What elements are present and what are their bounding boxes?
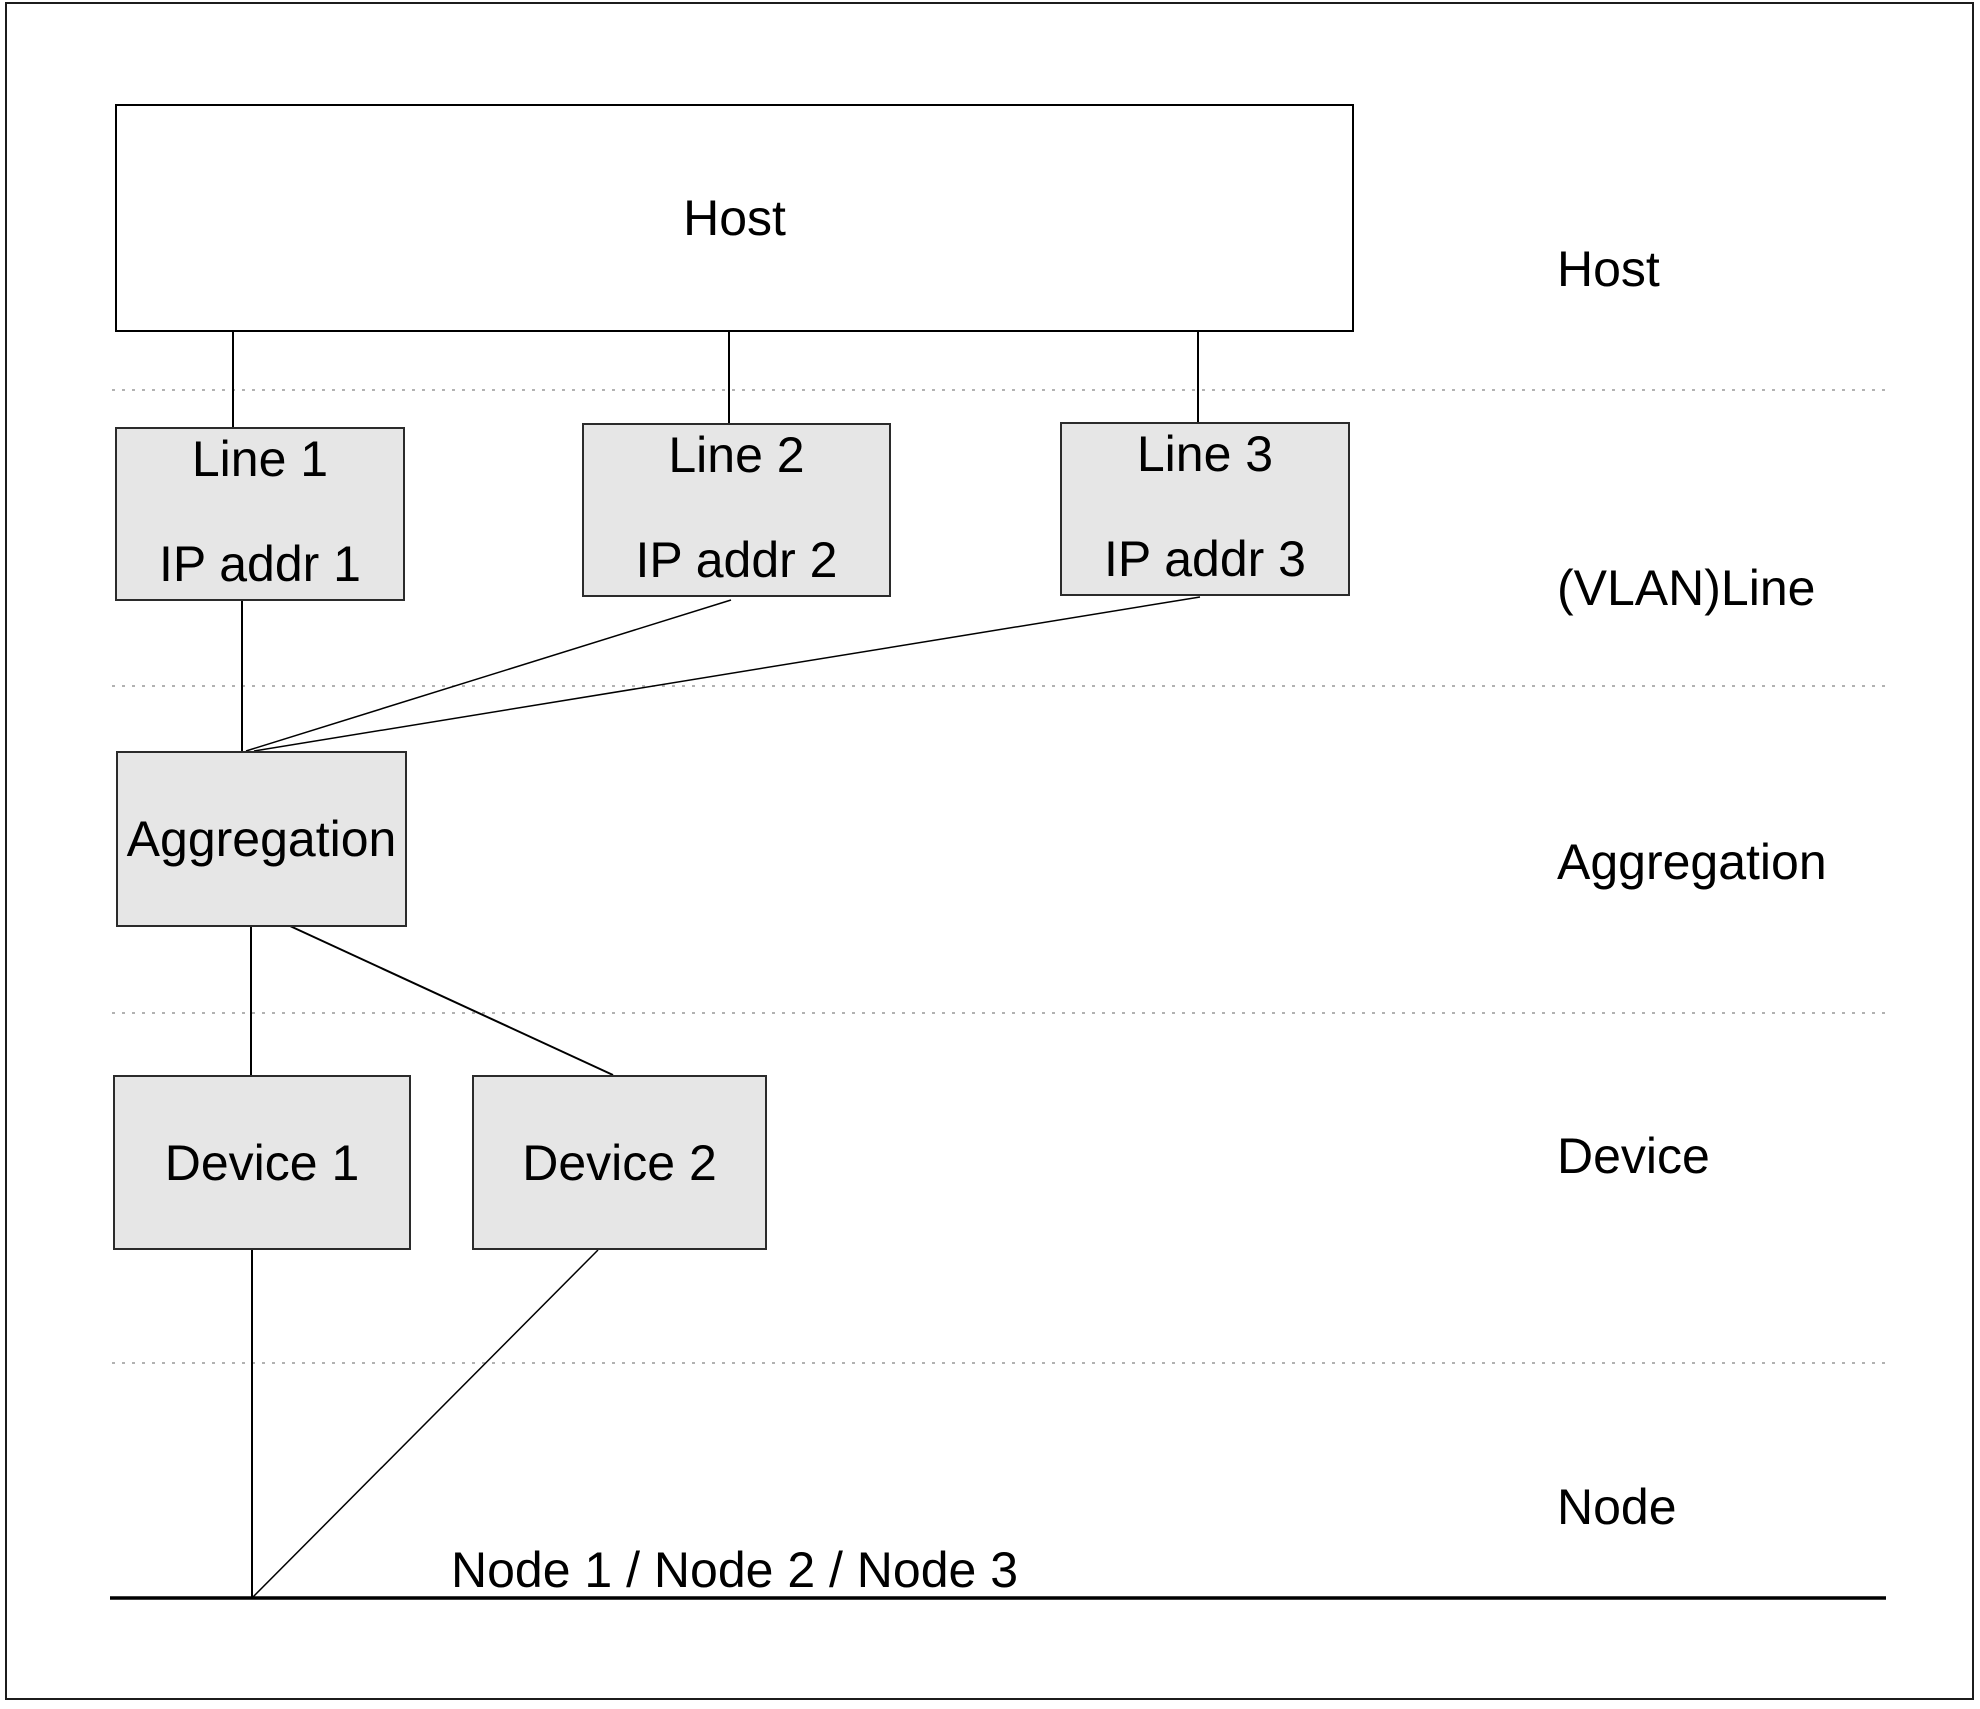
line2-box: Line 2 IP addr 2 <box>582 423 891 597</box>
host-box-label: Host <box>683 190 786 246</box>
line1-box: Line 1 IP addr 1 <box>115 427 405 601</box>
line1-box-ip-addr: IP addr 1 <box>158 536 361 592</box>
node-caption: Node 1 / Node 2 / Node 3 <box>451 1542 1019 1598</box>
aggregation-box-label: Aggregation <box>126 811 397 867</box>
line3-to-aggregation-connector <box>253 596 1201 752</box>
layer-label-aggregation: Aggregation <box>1557 834 1827 890</box>
line2-to-aggregation-connector <box>245 599 732 752</box>
device1-box: Device 1 <box>113 1075 411 1250</box>
layer-label-host: Host <box>1557 241 1660 297</box>
device2-box: Device 2 <box>472 1075 767 1250</box>
layer-label-vlan-line: (VLAN)Line <box>1557 560 1816 616</box>
device1-box-label: Device 1 <box>164 1134 360 1191</box>
line2-box-title: Line 2 <box>668 427 805 483</box>
aggregation-to-device2-connector <box>289 925 614 1076</box>
line3-box-ip-addr: IP addr 3 <box>1103 531 1306 587</box>
line2-box-ip-addr: IP addr 2 <box>635 532 838 588</box>
line3-box: Line 3 IP addr 3 <box>1060 422 1350 596</box>
line1-box-title: Line 1 <box>191 431 329 487</box>
outer-border <box>5 2 1974 1700</box>
line3-box-title: Line 3 <box>1136 426 1274 482</box>
aggregation-box: Aggregation <box>116 751 407 927</box>
host-box: Host <box>115 104 1354 332</box>
device2-to-node-connector <box>251 1249 599 1599</box>
device2-box-label: Device 2 <box>522 1134 717 1191</box>
layer-label-device: Device <box>1557 1128 1710 1184</box>
layer-label-node: Node <box>1557 1479 1677 1535</box>
